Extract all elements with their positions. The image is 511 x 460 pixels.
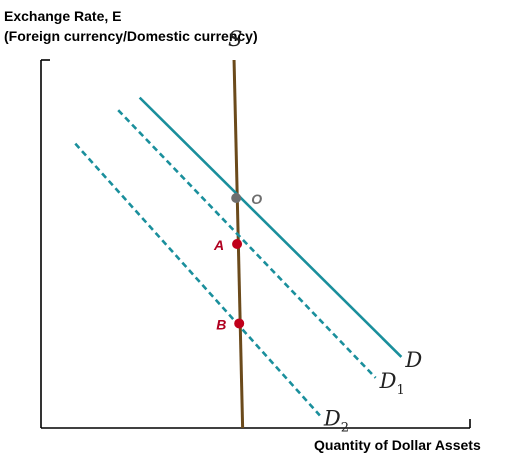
- point-a: [232, 239, 243, 249]
- series-line-d: [138, 96, 403, 358]
- y-axis-label-line-1: Exchange Rate, E: [4, 8, 122, 24]
- x-axis-label: Quantity of Dollar Assets: [314, 437, 481, 453]
- series-label-d2: D2: [323, 406, 349, 435]
- series-line-d2: [74, 142, 321, 417]
- point-label-o: O: [251, 191, 262, 207]
- series-label-subscript-d1: 1: [396, 383, 404, 398]
- y-axis-label-line-2: (Foreign currency/Domestic currency): [4, 28, 258, 44]
- points-layer: [231, 193, 245, 329]
- series-label-subscript-d2: 2: [341, 420, 349, 435]
- y-axis-label: Exchange Rate, E (Foreign currency/Domes…: [4, 6, 258, 46]
- series-line-d1: [117, 109, 377, 379]
- point-o: [231, 193, 242, 203]
- point-b: [234, 318, 245, 329]
- axes: [40, 59, 471, 429]
- point-label-a: A: [213, 237, 224, 253]
- point-label-b: B: [216, 316, 226, 332]
- series-label-d: D: [404, 348, 422, 372]
- series-label-d1: D1: [379, 369, 405, 398]
- series-label-s: S: [228, 27, 242, 51]
